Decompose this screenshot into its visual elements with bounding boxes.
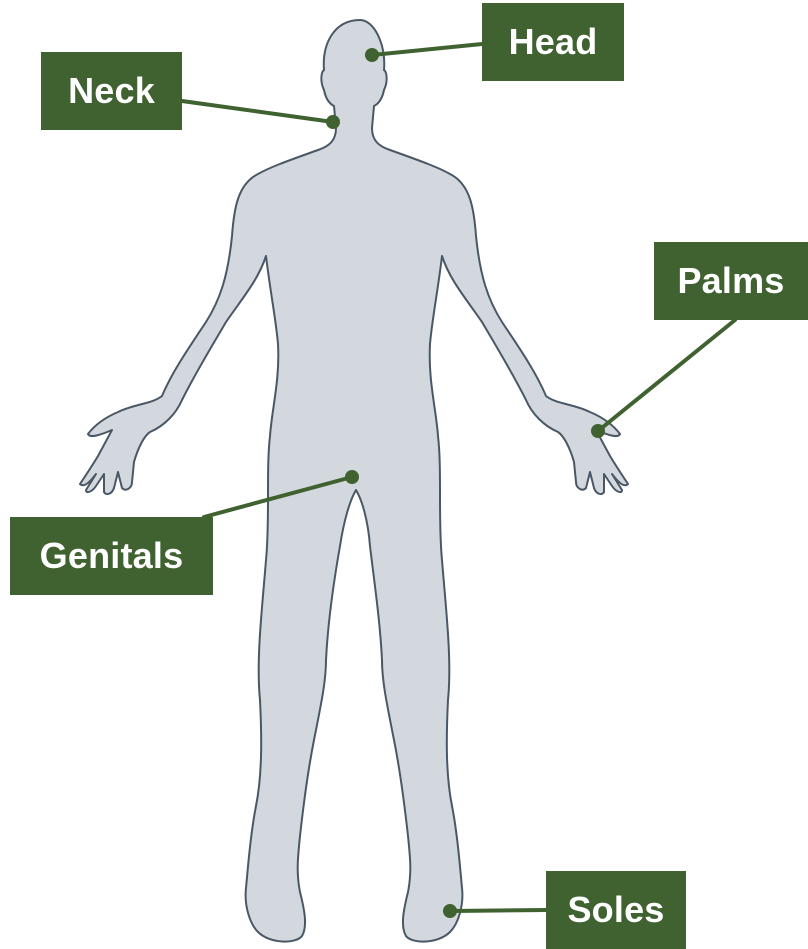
label-genitals-text: Genitals (40, 535, 184, 577)
marker-palms (591, 424, 605, 438)
marker-genitals (345, 470, 359, 484)
label-head: Head (482, 3, 624, 81)
label-palms: Palms (654, 242, 808, 320)
label-neck-text: Neck (68, 70, 155, 112)
connector-neck (182, 101, 333, 122)
marker-head (365, 48, 379, 62)
marker-neck (326, 115, 340, 129)
label-neck: Neck (41, 52, 182, 130)
marker-soles (443, 904, 457, 918)
label-genitals: Genitals (10, 517, 213, 595)
connector-palms (598, 320, 735, 431)
label-soles: Soles (546, 871, 686, 949)
connector-head (372, 44, 482, 55)
connector-soles (450, 910, 546, 911)
label-palms-text: Palms (677, 260, 784, 302)
label-soles-text: Soles (567, 889, 664, 931)
label-head-text: Head (509, 21, 598, 63)
